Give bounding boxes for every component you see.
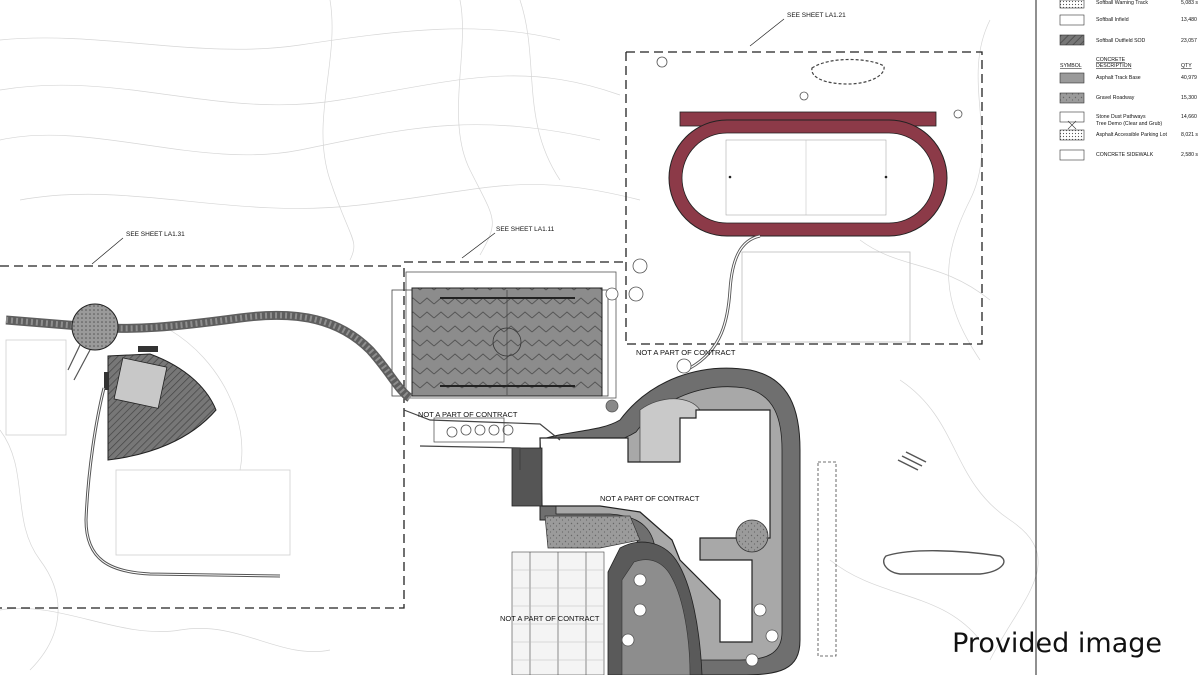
oval-feature — [811, 58, 885, 85]
legend-outfield-qty: 23,057 — [1181, 38, 1197, 44]
school-building — [539, 409, 771, 643]
legend-gravel-qty: 15,300 — [1181, 95, 1197, 101]
provided-image-watermark: Provided image — [952, 628, 1162, 659]
trees — [446, 56, 963, 667]
legend-warning-track-qty: 5,083 s — [1181, 0, 1198, 6]
field-rect-bottom-left — [115, 469, 291, 556]
legend-symbol-header: SYMBOL — [1060, 63, 1082, 69]
npc-building-label: NOT A PART OF CONTRACT — [600, 494, 700, 503]
contract-limit-lines — [0, 51, 983, 609]
field-rect-left — [5, 339, 67, 436]
right-utility-area — [817, 451, 1005, 657]
see-sheet-left-label: SEE SHEET LA1.31 — [126, 231, 185, 238]
turf-field — [391, 271, 617, 399]
courtyard-circle — [735, 519, 769, 553]
npc-field-label: NOT A PART OF CONTRACT — [418, 410, 518, 419]
leader-lines — [91, 18, 785, 265]
legend-concrete-header: CONCRETE — [1096, 57, 1126, 63]
entry-plaza — [544, 515, 641, 549]
field-rect-under-track — [741, 251, 911, 343]
see-sheet-mid-label: SEE SHEET LA1.11 — [496, 226, 555, 233]
legend-infield-label: Softball Infield — [1096, 17, 1129, 23]
legend-gravel-label: Gravel Roadway — [1096, 95, 1135, 101]
softball-field — [67, 303, 217, 461]
legend-asphalt-track-label: Asphalt Track Base — [1096, 75, 1141, 81]
topo-contours — [0, 0, 1039, 671]
legend-warning-track-label: Softball Warning Track — [1096, 0, 1148, 6]
legend-asphalt-track-qty: 40,979 — [1181, 75, 1197, 81]
field-walkway — [403, 409, 561, 470]
legend-sidewalk-label: CONCRETE SIDEWALK — [1096, 152, 1154, 158]
legend-qty-header: QTY — [1181, 63, 1192, 69]
legend-tree-demo-label: Tree Demo (Clear and Grub) — [1096, 121, 1162, 127]
legend-sidewalk-qty: 2,580 s — [1181, 152, 1198, 158]
running-track — [668, 111, 948, 237]
legend-stone-dust-qty: 14,660 — [1181, 114, 1197, 120]
legend-outfield-label: Softball Outfield SOD — [1096, 38, 1146, 44]
legend-description-header: DESCRIPTION — [1096, 63, 1132, 69]
parking-lot — [511, 551, 605, 675]
see-sheet-top-label: SEE SHEET LA1.21 — [787, 12, 846, 19]
npc-parking-label: NOT A PART OF CONTRACT — [500, 614, 600, 623]
legend: Softball Warning Track 5,083 s Softball … — [1059, 0, 1198, 161]
building-annex — [511, 447, 543, 507]
npc-track-label: NOT A PART OF CONTRACT — [636, 348, 736, 357]
legend-infield-qty: 13,480 — [1181, 17, 1197, 23]
legend-parking-lot-qty: 8,021 s — [1181, 132, 1198, 138]
legend-stone-dust-label: Stone Dust Pathways — [1096, 114, 1146, 120]
legend-parking-lot-label: Asphalt Accessible Parking Lot — [1096, 132, 1167, 138]
field-building — [433, 417, 505, 443]
